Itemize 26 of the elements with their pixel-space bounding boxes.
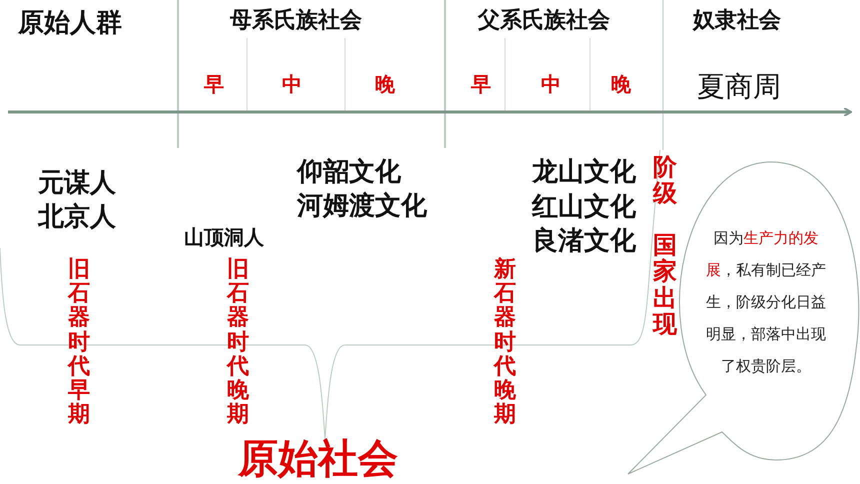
callout-text: 因为生产力的发展，私有制已经产生，阶级分化日益明显，部落中出现了权贵阶层。 xyxy=(705,228,827,377)
dynasty-label: 夏商周 xyxy=(697,70,781,104)
era-heading: 母系氏族社会 xyxy=(230,8,362,34)
stage-label: 晚 xyxy=(375,72,395,96)
stage-label: 早 xyxy=(471,72,491,96)
stage-label: 中 xyxy=(282,72,302,96)
stage-label: 早 xyxy=(204,72,224,96)
stage-label: 中 xyxy=(541,72,561,96)
period-label: 旧石器时代早期 xyxy=(68,258,90,428)
title: 原始社会 xyxy=(238,436,398,482)
era-heading: 奴隶社会 xyxy=(693,8,781,34)
site-label: 北京人 xyxy=(38,202,116,234)
site-label: 元谋人 xyxy=(38,168,116,200)
period-label: 新石器时代晚期 xyxy=(494,258,516,428)
culture-label: 良渚文化 xyxy=(532,226,636,258)
site-label: 山顶洞人 xyxy=(184,225,264,249)
culture-label: 仰韶文化 xyxy=(297,157,401,188)
stage-label: 晚 xyxy=(611,72,631,96)
culture-label: 红山文化 xyxy=(532,192,636,224)
culture-label: 河姆渡文化 xyxy=(297,191,427,222)
culture-label: 龙山文化 xyxy=(532,157,636,188)
era-heading: 父系氏族社会 xyxy=(478,8,610,34)
period-label: 旧石器时代晚期 xyxy=(227,258,249,428)
event-label: 国家出现 xyxy=(653,232,677,338)
event-label: 阶级 xyxy=(653,154,677,207)
era-heading: 原始人群 xyxy=(18,8,122,40)
